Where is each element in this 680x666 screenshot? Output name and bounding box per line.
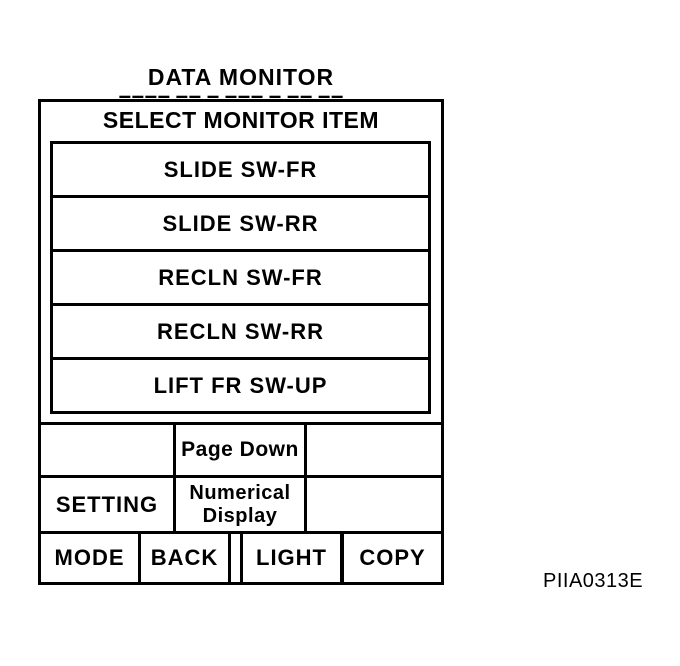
back-button[interactable]: BACK [138,531,231,585]
monitor-item-list: SLIDE SW-FR SLIDE SW-RR RECLN SW-FR RECL… [50,141,431,414]
monitor-item-slide-sw-rr[interactable]: SLIDE SW-RR [53,195,428,249]
select-monitor-item-header: SELECT MONITOR ITEM [102,107,380,133]
mode-button[interactable]: MODE [38,531,141,585]
numerical-display-line2: Display [202,504,278,527]
light-button[interactable]: LIGHT [240,531,343,585]
page-down-button[interactable]: Page Down [173,425,307,478]
screen-title: DATA MONITOR [147,64,335,90]
numerical-display-button[interactable]: Numerical Display [173,478,307,531]
empty-key-cell [307,478,441,531]
page-down-label: Page Down [181,438,299,461]
empty-key-cell [41,425,173,478]
figure-code: PIIA0313E [543,570,644,592]
copy-button[interactable]: COPY [341,531,444,585]
monitor-item-lift-fr-sw-up[interactable]: LIFT FR SW-UP [53,357,428,411]
monitor-item-slide-sw-fr[interactable]: SLIDE SW-FR [163,156,318,182]
function-key-grid: Page Down SETTING Numerical Display [38,422,444,534]
monitor-item-recln-sw-rr[interactable]: RECLN SW-RR [53,303,428,357]
empty-key-cell [307,425,441,478]
numerical-display-label: Numerical Display [189,482,290,528]
clipped-text-artifact: ▬▬▬▬ ▬▬ ▬ ▬▬▬ ▬ ▬▬ ▬▬ [119,92,345,98]
monitor-item-recln-sw-fr[interactable]: RECLN SW-FR [53,249,428,303]
setting-label: SETTING [55,491,159,517]
setting-button[interactable]: SETTING [41,478,173,531]
numerical-display-line1: Numerical [189,481,291,504]
